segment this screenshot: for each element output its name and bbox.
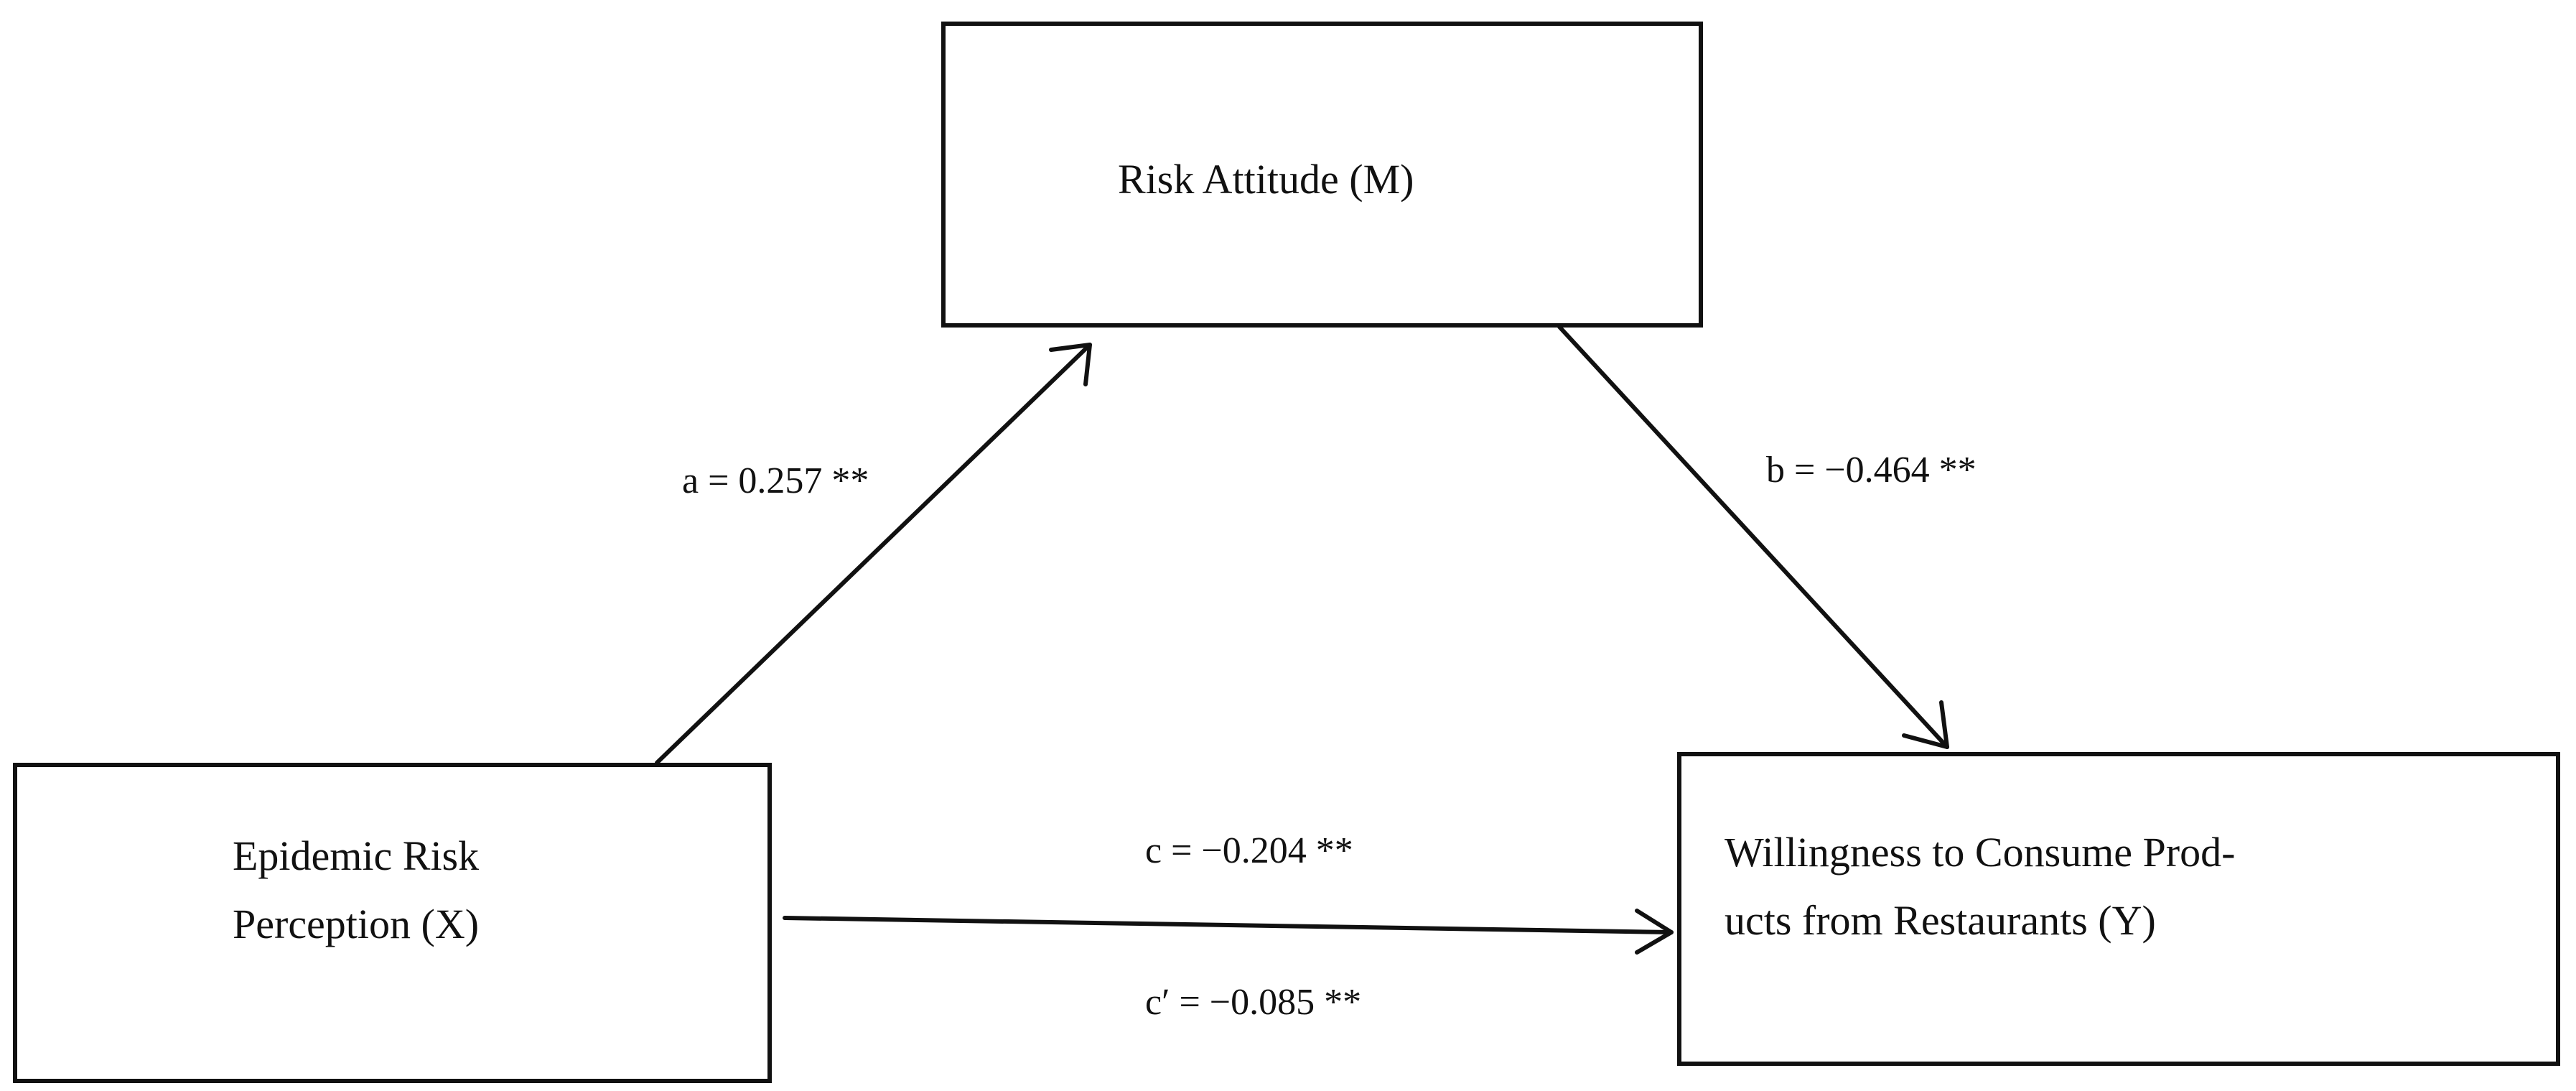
predictor-label-line1: Epidemic Risk [233, 832, 480, 879]
predictor-label-line2: Perception (X) [233, 901, 480, 947]
path-a-label: a = 0.257 ** [682, 460, 869, 501]
outcome-label-line1: Willingness to Consume Prod- [1725, 829, 2236, 876]
predictor-box: Epidemic Risk Perception (X) [13, 763, 772, 1083]
arrow-c-head [1635, 909, 1674, 955]
arrow-b-head [1902, 700, 1949, 749]
outcome-box: Willingness to Consume Prod- ucts from R… [1677, 752, 2560, 1066]
path-c-prime-label: c′ = −0.085 ** [1145, 982, 1362, 1023]
outcome-label-line2: ucts from Restaurants (Y) [1725, 897, 2156, 944]
arrow-c [783, 916, 1674, 934]
arrow-a-head [1049, 343, 1092, 386]
path-c-label: c = −0.204 ** [1145, 830, 1353, 871]
mediator-box: Risk Attitude (M) [941, 22, 1703, 328]
mediator-label: Risk Attitude (M) [1118, 156, 1414, 203]
arrow-a [655, 343, 1092, 765]
arrow-b [1557, 325, 1949, 749]
path-b-label: b = −0.464 ** [1766, 450, 1977, 491]
